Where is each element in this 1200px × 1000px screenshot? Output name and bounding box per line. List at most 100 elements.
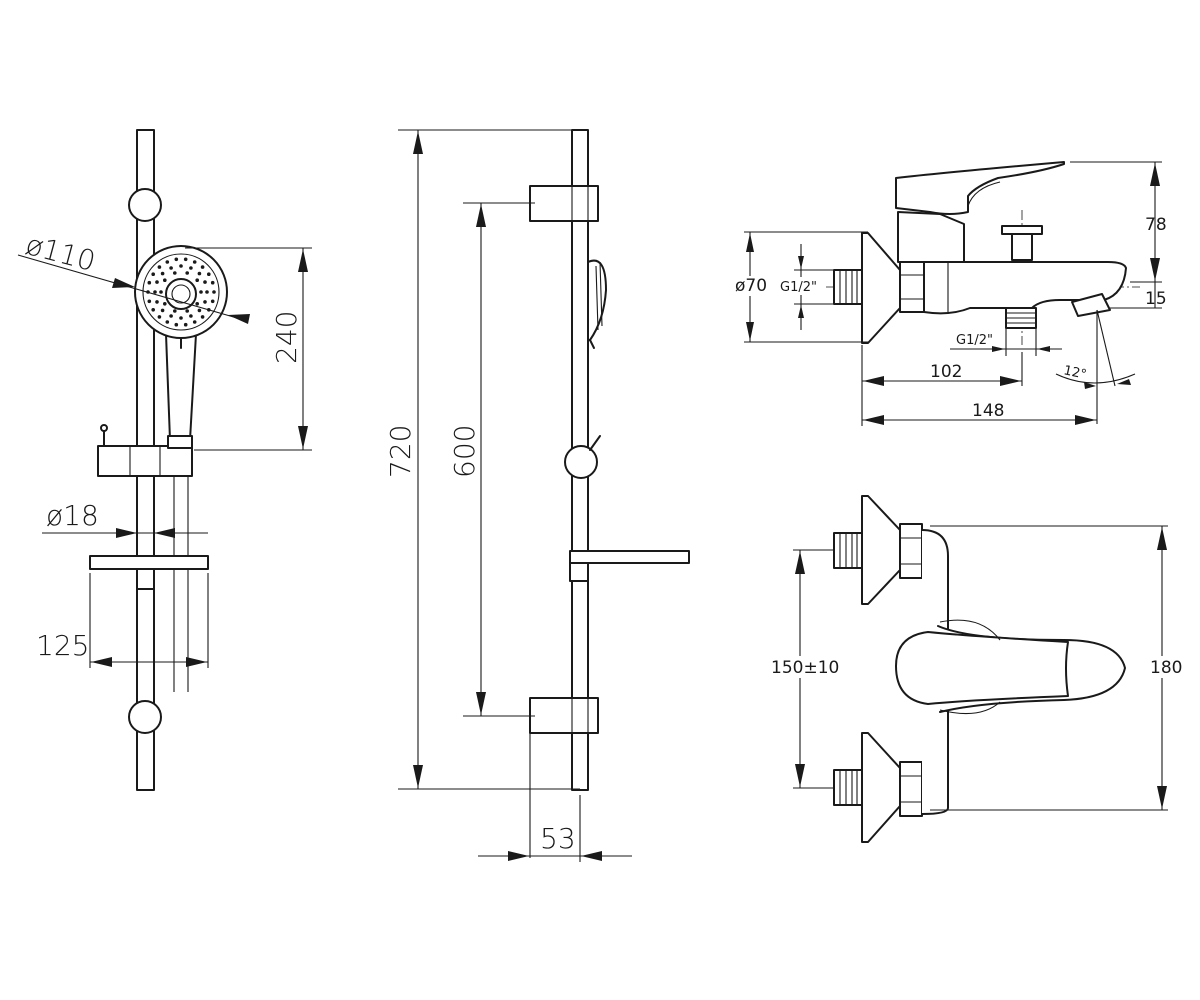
- rail-side-soap-dish: [569, 550, 690, 582]
- dim-head-length: 240: [185, 247, 312, 451]
- dim-total-depth: 148: [862, 401, 1097, 425]
- nozzle-dot: [174, 257, 179, 262]
- dim-label-inlet-centers: 150±10: [771, 658, 839, 678]
- rail-side-view: 720 600 53: [384, 129, 690, 862]
- dim-label-height-top: 78: [1145, 215, 1167, 235]
- dim-rail-diameter: ø18: [42, 499, 208, 538]
- mixer-side-view: 78 15 ø70 G1/2": [734, 161, 1167, 426]
- nozzle-dot: [189, 314, 193, 318]
- rail-bottom-bracket: [128, 700, 162, 734]
- nozzle-dot: [210, 299, 215, 304]
- dim-label-rail-diameter: ø18: [46, 499, 99, 532]
- mixer-inlet-thread: [833, 269, 863, 305]
- nozzle-dot: [199, 290, 203, 294]
- nozzle-dot: [205, 290, 209, 294]
- nozzle-dot: [147, 299, 152, 304]
- dim-label-total-height: 720: [384, 425, 417, 478]
- nozzle-dot: [207, 272, 211, 277]
- nozzle-dot: [185, 271, 189, 275]
- dim-label-bracket-spacing: 600: [448, 425, 481, 478]
- nozzle-dot: [151, 272, 155, 277]
- nozzle-dot: [197, 271, 202, 276]
- nozzle-dot: [197, 308, 202, 313]
- rail-side-top-bracket: [529, 185, 599, 222]
- nozzle-dot: [203, 300, 207, 304]
- nozzle-dot: [151, 308, 155, 312]
- nozzle-dot: [212, 290, 216, 294]
- nozzle-dot: [189, 266, 193, 270]
- dim-height-top: 78: [1070, 161, 1167, 283]
- nozzle-dot: [192, 260, 197, 264]
- nozzle-dot: [160, 308, 165, 313]
- nozzle-dot: [147, 280, 152, 285]
- mixer-diverter-knob: [1001, 225, 1043, 261]
- nozzle-dot: [174, 322, 179, 327]
- dim-outlet-thread: G1/2": [950, 328, 1062, 356]
- nozzle-dot: [169, 314, 173, 318]
- nozzle-dot: [157, 315, 162, 319]
- nozzle-dot: [163, 302, 167, 306]
- rail-side-slider: [564, 435, 601, 479]
- nozzle-dot: [173, 309, 177, 313]
- mixer-spout-outlet: [1071, 293, 1111, 317]
- dim-label-spout-offset: 15: [1145, 289, 1167, 309]
- mixer-top-view: 150±10 180: [768, 495, 1182, 843]
- nozzle-dot: [159, 290, 163, 294]
- dim-bracket-spacing: 600: [448, 202, 535, 717]
- mixer-top-upper-flange: [833, 495, 923, 605]
- dim-label-wall-offset: 53: [540, 822, 576, 855]
- dim-total-height: 720: [384, 129, 580, 790]
- nozzle-dot: [192, 320, 197, 324]
- dim-label-inlet-thread: G1/2": [780, 280, 817, 295]
- nozzle-dot: [210, 280, 215, 285]
- nozzle-dot: [173, 271, 177, 275]
- rail-top-bracket: [128, 188, 162, 222]
- nozzle-dot: [185, 309, 189, 313]
- nozzle-dot: [179, 264, 183, 268]
- nozzle-dot: [195, 278, 199, 283]
- shower-hose: [173, 450, 189, 692]
- dim-inlet-centers: 150±10: [768, 549, 839, 789]
- mixer-wall-flange: [861, 232, 901, 344]
- nozzle-dot: [160, 271, 165, 276]
- dim-spout-angle: 12°: [1055, 309, 1136, 424]
- hand-shower: [134, 245, 228, 449]
- dim-label-outlet-thread: G1/2": [956, 333, 993, 348]
- dim-label-spout-angle: 12°: [1062, 363, 1088, 382]
- nozzle-dot: [183, 322, 188, 327]
- dim-flange-diameter: ø70: [734, 231, 868, 343]
- dim-wall-offset: 53: [478, 795, 632, 862]
- dim-label-flange-diameter: ø70: [735, 276, 767, 296]
- nozzle-dot: [203, 280, 207, 284]
- nozzle-dot: [195, 302, 199, 306]
- nozzle-dot: [179, 316, 183, 320]
- dim-spout-offset: 15: [1110, 282, 1167, 309]
- dim-soap-dish-width: 125: [36, 573, 209, 668]
- nozzle-dot: [157, 265, 162, 269]
- mixer-hex-nut: [899, 261, 925, 313]
- dim-label-head-diameter: ø110: [22, 228, 99, 278]
- dim-total-width: 180: [930, 525, 1182, 811]
- nozzle-dot: [183, 257, 188, 262]
- nozzle-pattern: [146, 257, 216, 327]
- nozzle-dot: [165, 320, 170, 324]
- nozzle-dot: [200, 315, 205, 319]
- soap-dish: [89, 555, 209, 590]
- nozzle-dot: [163, 278, 167, 283]
- mixer-body: [895, 161, 1127, 315]
- dim-outlet-distance: 102: [861, 345, 1023, 426]
- mixer-top-lower-flange: [833, 732, 923, 843]
- nozzle-dot: [200, 265, 205, 269]
- dim-label-total-depth: 148: [972, 401, 1004, 421]
- dim-label-head-length: 240: [270, 311, 303, 364]
- nozzle-dot: [169, 266, 173, 270]
- nozzle-dot: [155, 300, 159, 304]
- mixer-outlet-thread: [1005, 307, 1037, 329]
- dim-label-outlet-distance: 102: [930, 362, 962, 382]
- mixer-top-body: [895, 529, 1126, 815]
- dim-label-soap-dish-width: 125: [36, 629, 89, 662]
- shower-set-front-view: ø110 240 ø18 125: [17, 129, 312, 791]
- nozzle-dot: [165, 260, 170, 264]
- nozzle-dot: [155, 280, 159, 284]
